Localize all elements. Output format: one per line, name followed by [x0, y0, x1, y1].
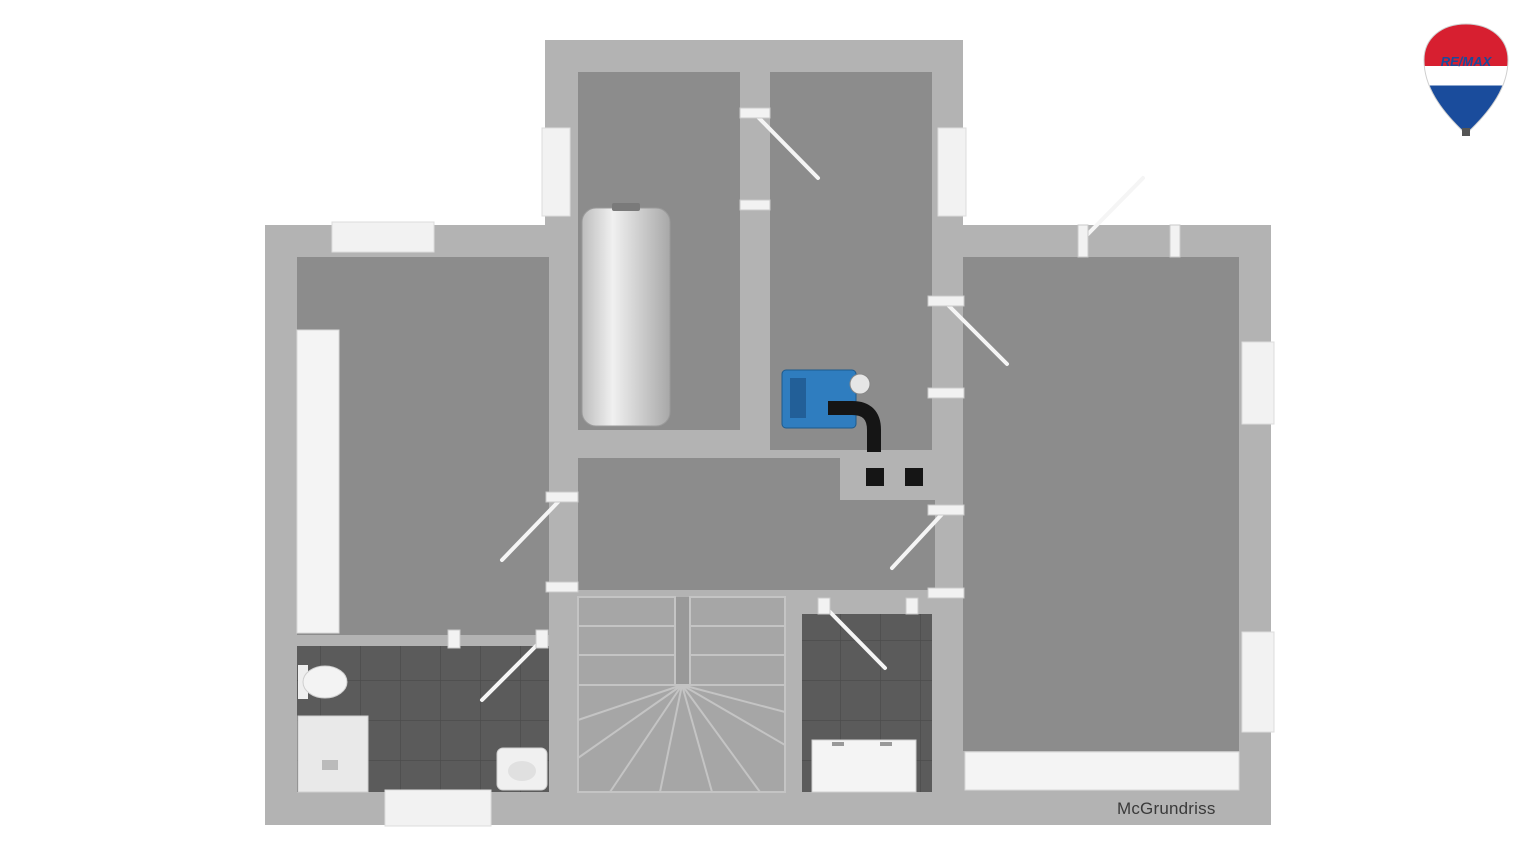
heating-boiler-icon — [781, 369, 881, 452]
remax-logo-text: RE/MAX — [1441, 54, 1493, 69]
washing-machine-icon — [811, 739, 917, 793]
door-leaf — [755, 114, 820, 180]
chimney-icon — [866, 468, 884, 486]
doors — [480, 114, 1145, 702]
chimney — [840, 450, 935, 500]
window — [541, 127, 571, 217]
toilet-icon — [298, 665, 348, 699]
door-frames — [447, 107, 1181, 649]
door-leaf — [500, 500, 560, 562]
right-room-floor — [963, 257, 1239, 751]
hallway-right — [840, 500, 935, 590]
washbasin-icon — [496, 747, 548, 791]
built-ins — [296, 329, 1240, 791]
window — [1241, 341, 1275, 425]
window — [1241, 631, 1275, 733]
bathroom-fixtures — [297, 665, 548, 793]
watermark: McGrundriss — [1117, 799, 1216, 818]
door-leaf — [826, 608, 887, 670]
window — [331, 221, 435, 253]
shower-icon — [297, 715, 369, 793]
door-leaf — [480, 638, 544, 702]
water-tank-icon — [581, 203, 671, 427]
door-leaf — [890, 510, 946, 570]
remax-logo: RE/MAX — [1423, 23, 1509, 136]
staircase-icon — [577, 596, 786, 793]
door-leaf — [946, 303, 1009, 366]
door-leaf — [1084, 176, 1145, 238]
window — [384, 789, 492, 827]
hallway-floor — [578, 458, 840, 590]
windows — [331, 127, 1275, 827]
window — [937, 127, 967, 217]
